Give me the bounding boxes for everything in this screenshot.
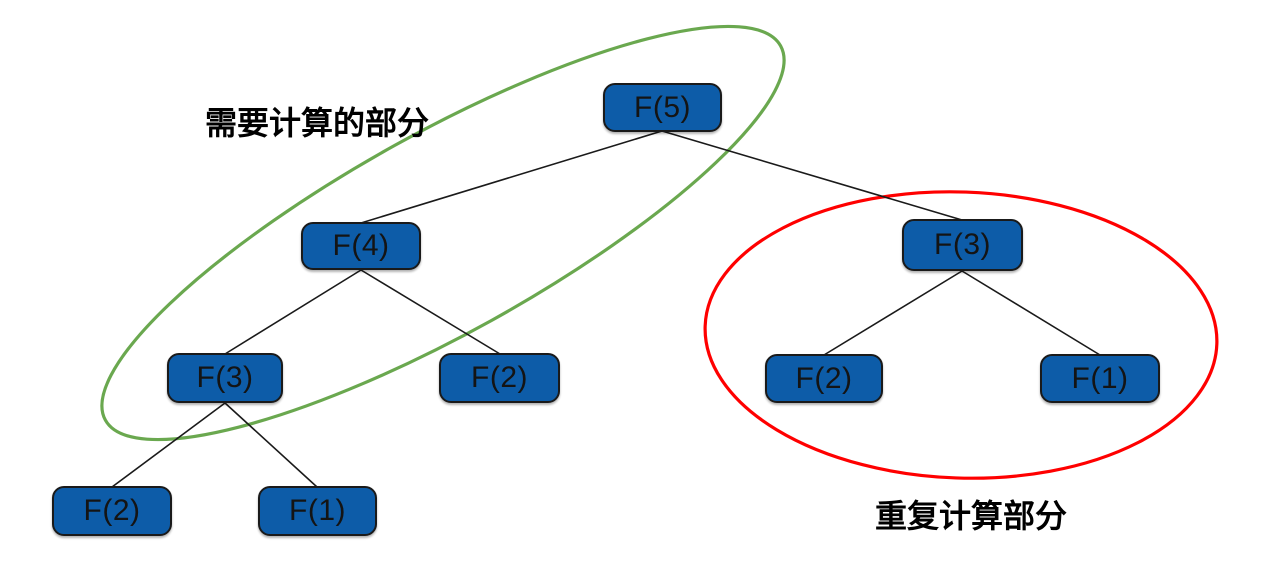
edge-f5-f4 bbox=[360, 130, 663, 224]
tree-node-f4: F(4) bbox=[301, 222, 421, 270]
tree-node-f2-bottom-left-label: F(2) bbox=[83, 494, 141, 527]
red-ellipse-repeated-computation bbox=[703, 190, 1219, 480]
tree-node-f1-right: F(1) bbox=[1040, 354, 1160, 403]
tree-node-f1-bottom-left-label: F(1) bbox=[289, 494, 346, 527]
tree-node-f2-mid: F(2) bbox=[439, 353, 560, 403]
label-needed-computation: 需要计算的部分 bbox=[205, 105, 430, 141]
tree-node-f2-right: F(2) bbox=[765, 354, 883, 403]
tree-node-f4-label: F(4) bbox=[332, 229, 390, 262]
edge-f3-right-f1 bbox=[961, 270, 1101, 356]
edge-f5-f3-right bbox=[661, 130, 963, 221]
tree-node-f1-right-label: F(1) bbox=[1071, 361, 1129, 395]
edge-f3-left-f1 bbox=[224, 402, 318, 488]
edge-f3-left-f2 bbox=[111, 402, 226, 488]
edge-f3-right-f2 bbox=[823, 270, 963, 356]
tree-node-f5: F(5) bbox=[603, 83, 722, 132]
edge-f4-f3-left bbox=[224, 269, 362, 355]
label-repeated-computation: 重复计算部分 bbox=[875, 498, 1068, 534]
tree-node-f1-bottom-left: F(1) bbox=[258, 486, 377, 536]
tree-node-f2-mid-label: F(2) bbox=[471, 361, 528, 394]
edge-f4-f2-mid bbox=[360, 269, 501, 355]
tree-node-f3-right-label: F(3) bbox=[934, 228, 991, 261]
tree-node-f2-bottom-left: F(2) bbox=[52, 486, 172, 536]
tree-node-f3-left-label: F(3) bbox=[196, 361, 254, 394]
tree-node-f3-left: F(3) bbox=[167, 353, 283, 403]
tree-node-f2-right-label: F(2) bbox=[795, 361, 853, 395]
tree-node-f3-right: F(3) bbox=[902, 219, 1023, 271]
green-ellipse-needed-computation bbox=[100, 24, 786, 442]
tree-node-f5-label: F(5) bbox=[634, 90, 691, 124]
